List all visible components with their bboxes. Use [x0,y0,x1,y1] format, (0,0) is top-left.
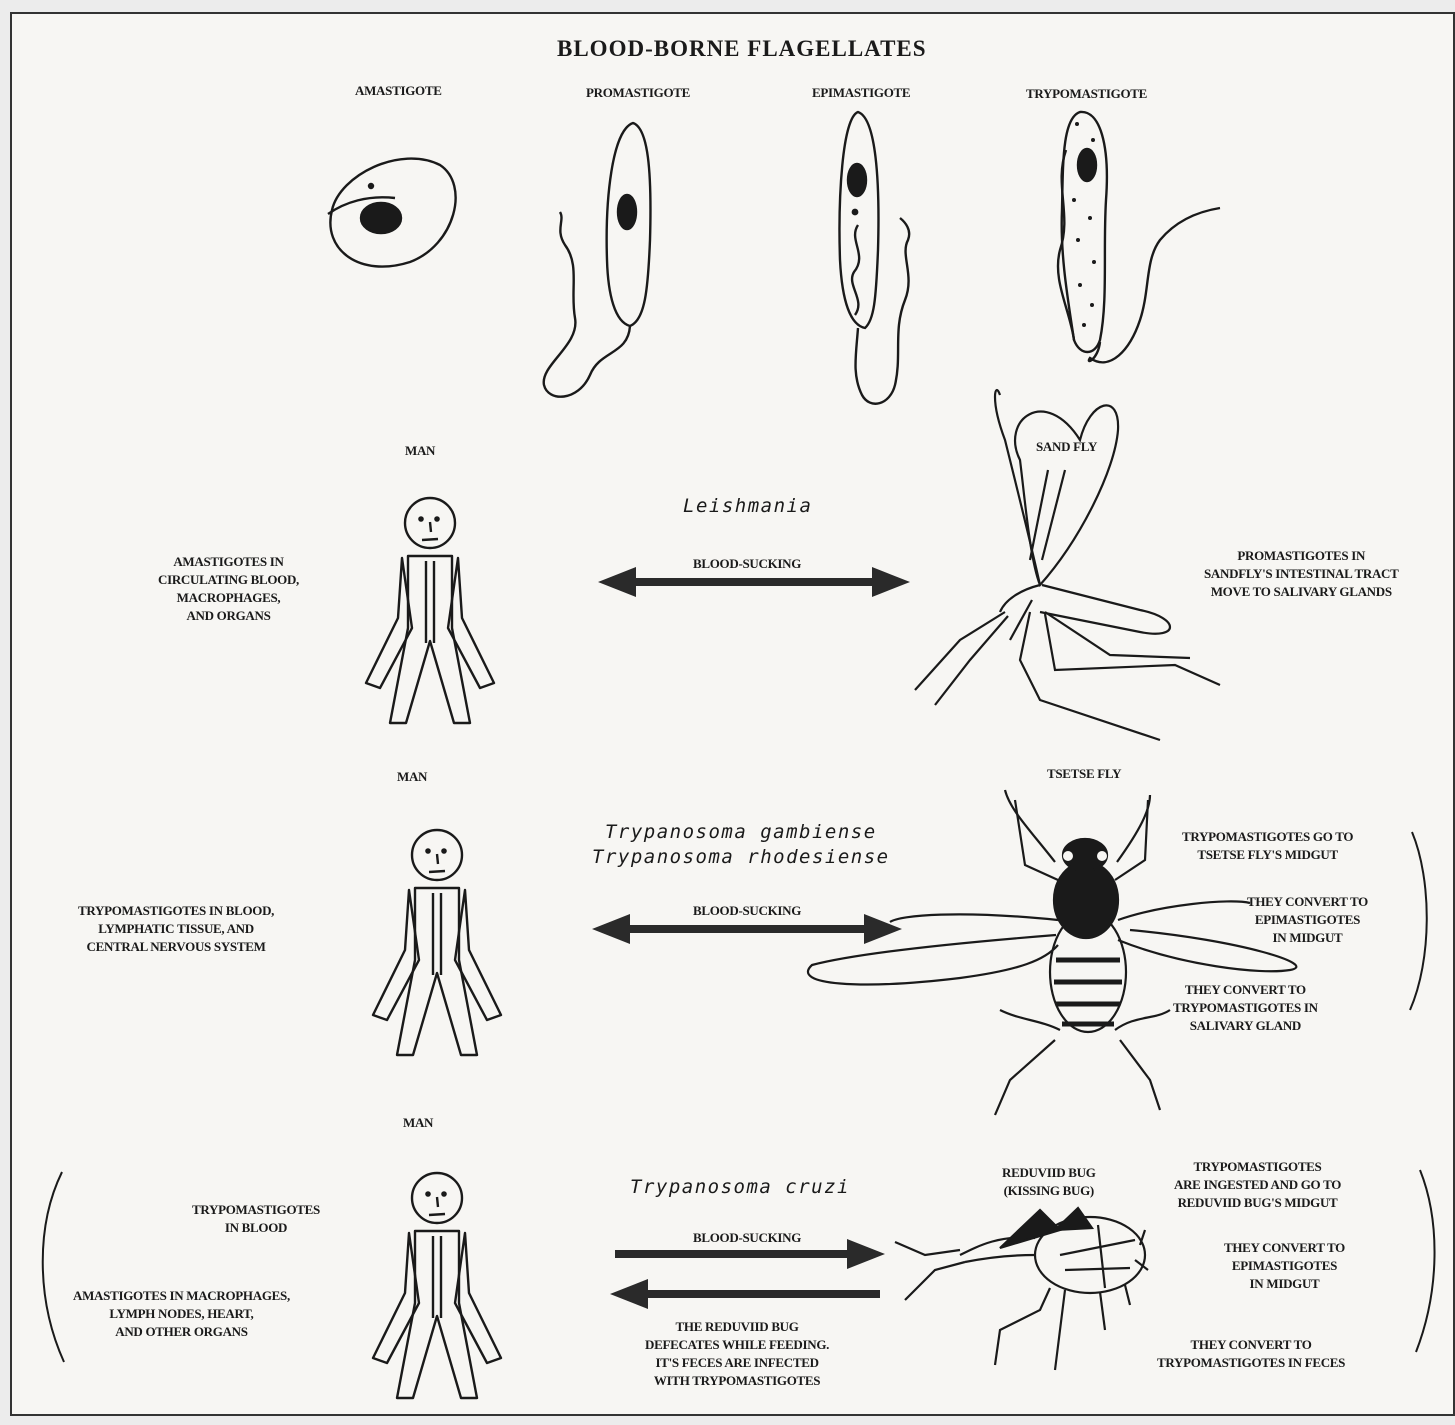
host-label-man-3: MAN [403,1114,433,1132]
host-label-man-2: MAN [397,768,427,786]
vector-note-row1: PROMASTIGOTES IN SANDFLY'S INTESTINAL TR… [1204,547,1399,601]
man-figure-3 [373,1173,501,1398]
epimastigote-illustration [840,112,910,404]
species-label-trypanosoma-gambiense-rhodesiense: Trypanosoma gambiense Trypanosoma rhodes… [592,820,890,870]
vector-label-tsetse-fly: TSETSE FLY [1047,765,1121,783]
vector-label-sand-fly: SAND FLY [1036,438,1097,456]
stage-label-epimastigote: EPIMASTIGOTE [812,84,910,102]
stage-label-promastigote: PROMASTIGOTE [586,84,690,102]
species-label-trypanosoma-cruzi: Trypanosoma cruzi [630,1175,850,1200]
reduviid-bug-illustration [895,1208,1148,1370]
arrow-label-blood-sucking-2: BLOOD-SUCKING [693,902,801,920]
host-note-row1: AMASTIGOTES IN CIRCULATING BLOOD, MACROP… [158,553,299,625]
vector-note-row3-epimastigotes: THEY CONVERT TO EPIMASTIGOTES IN MIDGUT [1224,1239,1345,1293]
host-note-row3-blood: TRYPOMASTIGOTES IN BLOOD [192,1201,320,1237]
man-figure-2 [373,830,501,1055]
host-note-row3-organs: AMASTIGOTES IN MACROPHAGES, LYMPH NODES,… [73,1287,290,1341]
vector-label-reduviid-bug: REDUVIID BUG (KISSING BUG) [1002,1164,1096,1200]
vector-note-row2-salivary: THEY CONVERT TO TRYPOMASTIGOTES IN SALIV… [1173,981,1318,1035]
arrow-label-blood-sucking-3: BLOOD-SUCKING [693,1229,801,1247]
host-label-man-1: MAN [405,442,435,460]
amastigote-illustration [328,159,456,267]
host-note-row2: TRYPOMASTIGOTES IN BLOOD, LYMPHATIC TISS… [78,902,274,956]
trypomastigote-illustration [1058,112,1220,362]
arrow-label-blood-sucking-1: BLOOD-SUCKING [693,555,801,573]
vector-note-row2-epimastigotes: THEY CONVERT TO EPIMASTIGOTES IN MIDGUT [1247,893,1368,947]
figure-title: BLOOD-BORNE FLAGELLATES [557,40,927,58]
vector-note-row2-midgut: TRYPOMASTIGOTES GO TO TSETSE FLY'S MIDGU… [1182,828,1353,864]
species-label-leishmania: Leishmania [683,494,812,519]
vector-note-row3-feces: THEY CONVERT TO TRYPOMASTIGOTES IN FECES [1157,1336,1345,1372]
stage-label-trypomastigote: TRYPOMASTIGOTE [1026,85,1147,103]
promastigote-illustration [544,123,651,397]
vector-note-row3-ingested: TRYPOMASTIGOTES ARE INGESTED AND GO TO R… [1174,1158,1341,1212]
stage-label-amastigote: AMASTIGOTE [355,82,442,100]
man-figure-1 [366,498,494,723]
arrow-feces-return [610,1279,880,1309]
return-arrow-note: THE REDUVIID BUG DEFECATES WHILE FEEDING… [645,1318,829,1390]
